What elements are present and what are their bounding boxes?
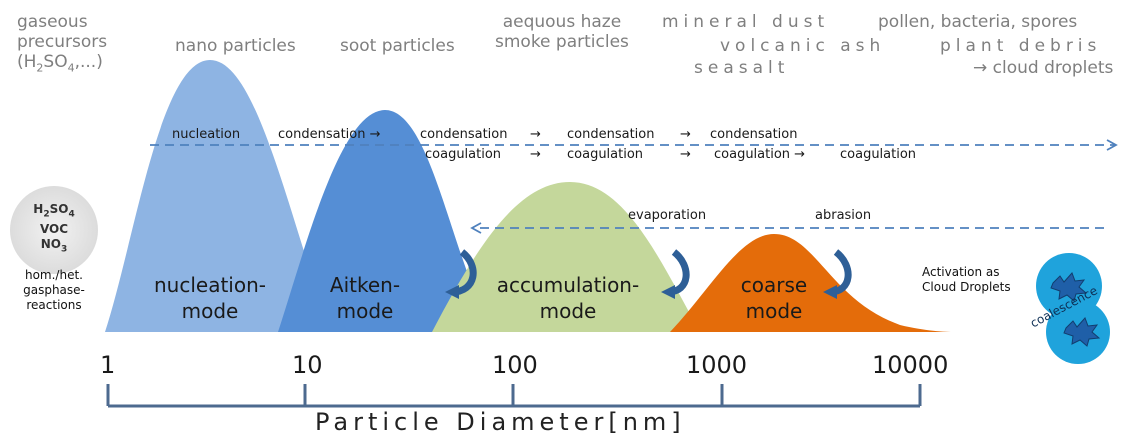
arrow-text-2: → [680,127,691,142]
condensation-process-2: condensation [420,127,508,142]
axis-tick-1000: 1000 [686,351,748,379]
condensation-process-4: condensation [710,127,798,142]
accumulation-mode-label: accumulation- mode [496,273,640,323]
mineral-dust-label: mineral dust [662,12,830,32]
coagulation-process-1: coagulation [425,147,502,162]
axis-tick-100: 100 [492,351,538,379]
volcanic-ash-label: volcanic ash [720,36,886,56]
plant-debris-label: plant debris [940,36,1102,56]
droplet-star-lower-icon [1063,317,1101,347]
pollen-label: pollen, bacteria, spores [878,12,1078,32]
arrow-text-3: → [530,147,541,162]
precursor-circle-text: H2SO4 VOC NO3 [33,202,75,255]
coagulation-process-4: coagulation [840,147,917,162]
nano-particles-label: nano particles [175,36,296,56]
condensation-process-3: condensation [567,127,655,142]
axis-tick-10000: 10000 [872,351,949,379]
aitken-mode-hump [278,110,492,332]
coarse-curl-icon [823,249,852,299]
diameter-axis [106,384,922,408]
evaporation-label: evaporation [628,208,707,223]
haze-smoke-label: aequous haze smoke particles [495,12,629,52]
precursor-circle [10,186,98,274]
coagulation-process-3: coagulation → [714,147,806,162]
axis-title: Particle Diameter[nm] [315,408,686,436]
condensation-process-1: condensation → [278,127,381,142]
axis-tick-10: 10 [292,351,323,379]
accumulation-mode-hump [432,182,700,332]
arrow-text-4: → [680,147,691,162]
coarse-mode-hump [670,234,955,332]
activation-label: Activation as Cloud Droplets [922,265,1011,294]
nucleation-mode-label: nucleation- mode [154,273,266,323]
nucleation-process-label: nucleation [172,127,241,142]
soot-particles-label: soot particles [340,36,455,56]
hom-het-reactions-label: hom./het. gasphase- reactions [23,268,85,312]
nucleation-mode-hump [105,60,330,332]
accumulation-curl-icon [661,249,690,299]
aitken-to-nucleation-curl-icon [445,249,477,299]
droplet-star-upper-icon [1050,272,1088,302]
coarse-mode-label: coarse mode [740,273,808,323]
axis-tick-1: 1 [100,351,116,379]
coagulation-process-2: coagulation [567,147,644,162]
abrasion-label: abrasion [815,208,872,223]
gaseous-precursors-label: gaseous precursors (H2SO4,...) [17,12,108,75]
seasalt-label: seasalt [694,58,790,78]
arrow-text-1: → [530,127,541,142]
aitken-mode-label: Aitken- mode [329,273,401,323]
cloud-droplets-label: → cloud droplets [973,58,1114,78]
